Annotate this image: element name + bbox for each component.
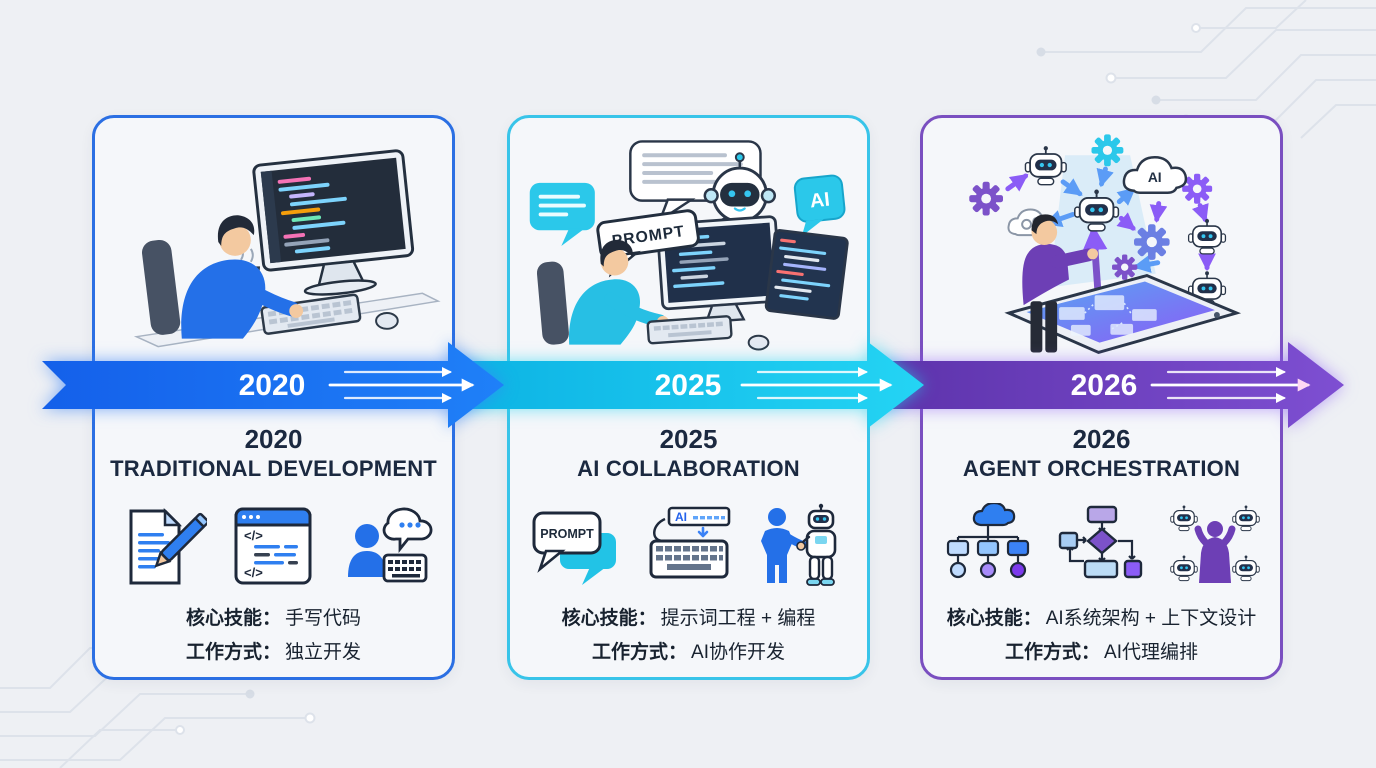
card-year: 2020 [244,424,303,454]
card-2025-ai-collaboration: AI [507,115,870,680]
core-skill-value: 手写代码 [285,608,362,629]
ai-suggest-text: AI [675,510,687,524]
side-code-panel [764,229,849,320]
feature-icons: PROMPT AI [518,494,859,602]
core-skill-value: 提示词工程 + 编程 [660,608,816,629]
feature-icons [931,494,1272,602]
ai-collaboration-illustration: AI [529,140,849,351]
core-skill-label: 核心技能： [185,608,281,629]
ai-autocomplete-keyboard-icon: AI [649,506,731,579]
ai-cloud-text: AI [1148,170,1162,185]
conductor-robots-icon [1170,505,1260,583]
flowchart-icon [1059,505,1143,579]
core-skill-label: 核心技能： [946,608,1042,629]
ai-cloud: AI [1122,155,1188,194]
orchestrator-tablet [1004,273,1242,355]
work-mode-line: 工作方式：AI协作开发 [510,636,867,670]
robot-icon [1024,145,1068,186]
card-2020-traditional-development: 2020 TRADITIONAL DEVELOPMENT </> [92,115,455,680]
developer-person [181,215,304,339]
work-mode-value: 独立开发 [285,642,362,663]
work-mode-label: 工作方式： [1005,642,1101,663]
developer-at-computer-illustration [133,149,441,348]
robot-icon [1187,218,1227,255]
work-mode-line: 工作方式：独立开发 [95,636,452,670]
developer-person [569,239,669,345]
chair [536,261,569,345]
gear-icon [1134,224,1170,260]
code-window-icon: </> </> [234,507,312,585]
human-robot-handshake-icon [761,503,837,586]
agent-orchestration-illustration: AI [969,134,1242,355]
work-mode-line: 工作方式：AI代理编排 [923,636,1280,670]
document-pen-icon [129,507,207,585]
card-header: 2020 TRADITIONAL DEVELOPMENT [95,424,452,484]
orchestrator-person [1022,214,1099,353]
chair [142,239,181,335]
work-mode-label: 工作方式： [592,642,688,663]
core-skill-label: 核心技能： [561,608,657,629]
gear-icon [969,181,1004,216]
card-skill-lines: 核心技能：AI系统架构 + 上下文设计 工作方式：AI代理编排 [923,602,1280,670]
core-skill-line: 核心技能：AI系统架构 + 上下文设计 [923,602,1280,636]
card-header: 2026 AGENT ORCHESTRATION [923,424,1280,484]
ai-badge: AI [793,174,846,237]
card-2026-agent-orchestration: AI [920,115,1283,680]
card-year: 2026 [1072,424,1131,454]
prompt-bubbles-icon: PROMPT [532,511,616,585]
card-year: 2025 [659,424,718,454]
gear-icon [1112,254,1138,280]
code-tag-text: </> [244,565,263,580]
core-skill-line: 核心技能：手写代码 [95,602,452,636]
agent-hierarchy-tree-icon [946,503,1029,579]
card-skill-lines: 核心技能：手写代码 工作方式：独立开发 [95,602,452,670]
card-title: AGENT ORCHESTRATION [962,456,1241,481]
keyboard [646,315,733,345]
work-mode-value: AI代理编排 [1104,642,1198,663]
core-skill-line: 核心技能：提示词工程 + 编程 [510,602,867,636]
card-title: AI COLLABORATION [577,456,800,481]
work-mode-value: AI协作开发 [691,642,785,663]
card-skill-lines: 核心技能：提示词工程 + 编程 工作方式：AI协作开发 [510,602,867,670]
person-chat-keyboard-icon [348,507,433,583]
mouse [747,334,770,351]
feature-icons: </> </> [103,494,444,602]
mouse [375,312,399,330]
prompt-icon-text: PROMPT [540,527,594,541]
code-monitor [252,149,415,296]
chat-bubble-cyan [529,182,595,246]
card-title: TRADITIONAL DEVELOPMENT [110,456,437,481]
ai-badge-text: AI [809,189,831,213]
card-header: 2025 AI COLLABORATION [510,424,867,484]
work-mode-label: 工作方式： [185,642,281,663]
core-skill-value: AI系统架构 + 上下文设计 [1045,608,1257,629]
code-tag-text: </> [244,528,263,543]
gear-icon [1091,134,1124,167]
